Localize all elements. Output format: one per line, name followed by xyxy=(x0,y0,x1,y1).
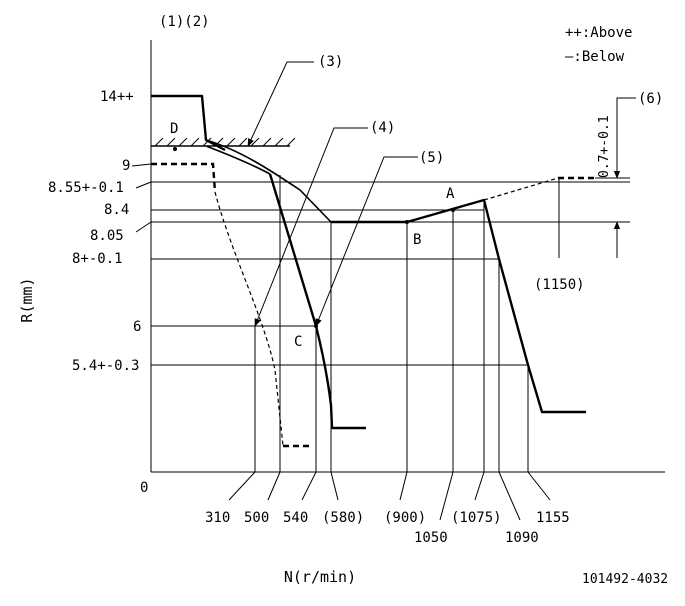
point-b-label: B xyxy=(413,232,421,248)
leader-n500 xyxy=(267,471,281,501)
y-axis-title: R(mm) xyxy=(18,277,36,322)
leader-n310 xyxy=(228,471,256,501)
legend-above: ++:Above xyxy=(565,25,632,41)
leader-n540 xyxy=(301,471,317,501)
drawing-code: 101492-4032 xyxy=(582,572,668,587)
callout-5: (5) xyxy=(419,150,444,166)
callout-4: (4) xyxy=(370,120,395,136)
leader-r855 xyxy=(135,181,152,189)
leader-n1050 xyxy=(439,471,454,521)
leader-n580 xyxy=(330,471,339,501)
curve-idle-thin xyxy=(205,145,271,175)
leader-n900 xyxy=(399,471,408,501)
callout-6: (6) xyxy=(638,91,663,107)
dashed-top xyxy=(483,177,559,201)
leader-n1075 xyxy=(474,471,485,501)
origin-label: 0 xyxy=(140,480,148,496)
n-label-1155: 1155 xyxy=(536,510,570,526)
leader-r805 xyxy=(135,221,152,233)
n-label-310: 310 xyxy=(205,510,230,526)
curve-low-idle xyxy=(268,173,366,430)
n-label-540: 540 xyxy=(283,510,308,526)
dashed-start xyxy=(151,162,217,193)
stop-hatch xyxy=(154,137,296,147)
point-a-label: A xyxy=(446,186,455,202)
leader-r9 xyxy=(131,163,152,167)
point-c-label: C xyxy=(294,334,302,350)
r-label-8.4: 8.4 xyxy=(104,202,129,218)
r-label-5.4: 5.4+-0.3 xyxy=(72,358,139,374)
n-label-1090: 1090 xyxy=(505,530,539,546)
r-label-8.55: 8.55+-0.1 xyxy=(48,180,124,196)
r-label-8: 8+-0.1 xyxy=(72,251,123,267)
point-b-marker xyxy=(405,220,409,224)
point-a-marker xyxy=(451,208,455,212)
curve-full-load xyxy=(331,198,586,414)
r-label-14: 14++ xyxy=(100,89,134,105)
leader-n1155 xyxy=(527,471,551,501)
n-label-1150: (1150) xyxy=(534,277,585,293)
n-label-580: (580) xyxy=(322,510,364,526)
n-label-1050: 1050 xyxy=(414,530,448,546)
x-axis-title: N(r/min) xyxy=(284,568,356,586)
n-label-900: (900) xyxy=(384,510,426,526)
r-label-9: 9 xyxy=(122,158,130,174)
reference-numbers: (1)(2) xyxy=(159,14,210,30)
r-label-6: 6 xyxy=(133,319,141,335)
legend-below: —:Below xyxy=(565,49,625,65)
n-label-500: 500 xyxy=(244,510,269,526)
r-label-8.05: 8.05 xyxy=(90,228,124,244)
tolerance-label: 0.7+-0.1 xyxy=(597,115,612,178)
leader-3 xyxy=(247,61,314,147)
leader-6 xyxy=(613,97,636,179)
curve-start-14 xyxy=(151,94,226,152)
dashed-lower-curve xyxy=(214,191,284,447)
callout-3: (3) xyxy=(318,54,343,70)
point-d-label: D xyxy=(170,121,178,137)
leader-5 xyxy=(315,156,418,327)
leader-n1090 xyxy=(498,471,521,521)
curve-main-thin xyxy=(205,139,332,223)
leader-4 xyxy=(254,127,368,327)
n-label-1075: (1075) xyxy=(451,510,502,526)
point-d-marker xyxy=(173,147,177,151)
